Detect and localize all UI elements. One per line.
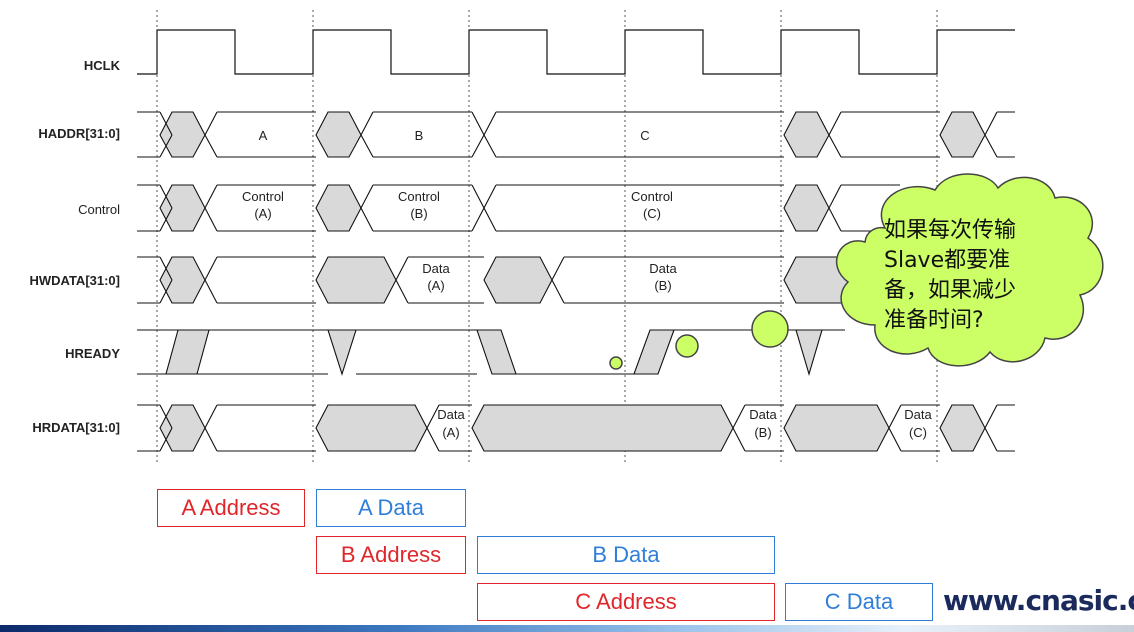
hrdata-value-c-line1: Data [904, 407, 932, 422]
hwdata-waveform [137, 256, 851, 304]
hrdata-value-a-line2: (A) [442, 425, 459, 440]
hclk-label: HCLK [84, 58, 121, 73]
control-value-a-line1: Control [242, 189, 284, 204]
thought-cloud [609, 173, 1104, 370]
control-value-c-line1: Control [631, 189, 673, 204]
control-label: Control [78, 202, 120, 217]
hwdata-value-a-line1: Data [422, 261, 450, 276]
phase-b-data: B Data [477, 536, 775, 574]
control-waveform [137, 184, 900, 232]
phase-a-data: A Data [316, 489, 466, 527]
haddr-label: HADDR[31:0] [38, 126, 120, 141]
haddr-value-a: A [259, 128, 268, 143]
haddr-value-c: C [640, 128, 649, 143]
callout-line-2: Slave都要准 [884, 248, 1011, 273]
haddr-value-b: B [415, 128, 424, 143]
hclk-waveform [137, 29, 1015, 75]
hrdata-label: HRDATA[31:0] [32, 420, 120, 435]
hrdata-value-c-line2: (C) [909, 425, 927, 440]
hrdata-value-b-line1: Data [749, 407, 777, 422]
phase-b-address: B Address [316, 536, 466, 574]
phase-c-data: C Data [785, 583, 933, 621]
callout-text: 如果每次传输 Slave都要准 备，如果减少 准备时间? [884, 216, 1064, 336]
callout-line-4: 准备时间? [884, 308, 984, 333]
watermark-logo: www.cnasic.cor [943, 584, 1134, 617]
hrdata-waveform [137, 404, 1015, 452]
footer-bar [0, 625, 1134, 632]
hready-waveform [137, 329, 845, 376]
hrdata-value-b-line2: (B) [754, 425, 771, 440]
hready-label: HREADY [65, 346, 120, 361]
hrdata-value-a-line1: Data [437, 407, 465, 422]
control-value-b-line1: Control [398, 189, 440, 204]
hwdata-value-b-line1: Data [649, 261, 677, 276]
control-value-c-line2: (C) [643, 206, 661, 221]
haddr-waveform [137, 111, 1015, 158]
control-value-b-line2: (B) [410, 206, 427, 221]
hwdata-value-a-line2: (A) [427, 278, 444, 293]
phase-a-address: A Address [157, 489, 305, 527]
hwdata-value-b-line2: (B) [654, 278, 671, 293]
callout-line-1: 如果每次传输 [884, 218, 1017, 243]
control-value-a-line2: (A) [254, 206, 271, 221]
callout-line-3: 备，如果减少 [884, 278, 1017, 303]
phase-c-address: C Address [477, 583, 775, 621]
hwdata-label: HWDATA[31:0] [29, 273, 120, 288]
clock-edge-guides [156, 10, 938, 462]
